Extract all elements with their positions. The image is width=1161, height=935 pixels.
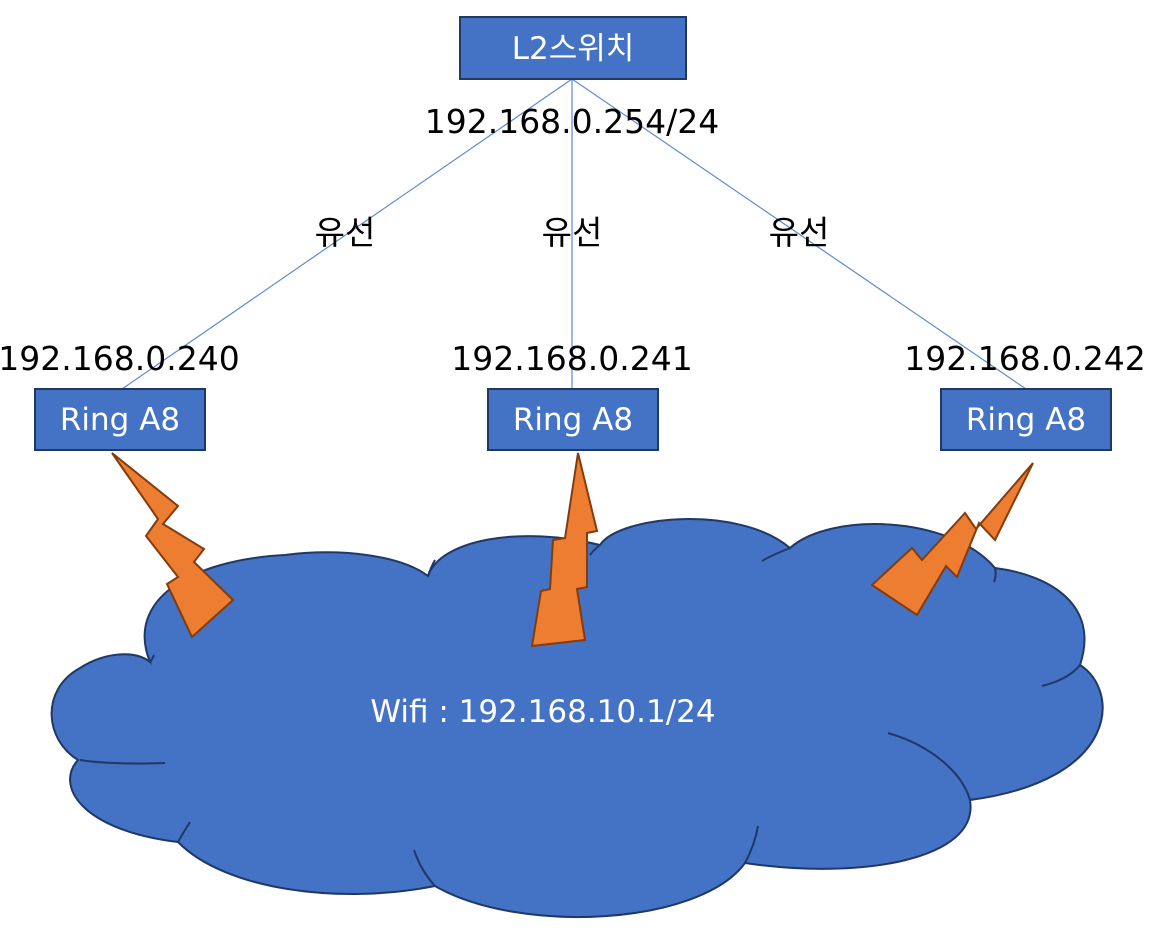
switch-ip-label: 192.168.0.254/24 xyxy=(425,102,720,141)
cloud-contour xyxy=(413,849,436,887)
node-box[interactable] xyxy=(940,388,1112,451)
cloud-contour xyxy=(177,821,191,843)
l2-switch[interactable]: L2스위치 xyxy=(459,16,687,80)
node-ring-a8-left[interactable]: Ring A8 xyxy=(34,388,206,451)
cloud-contour xyxy=(1041,664,1081,687)
link-label-right: 유선 xyxy=(769,213,830,252)
node-ring-a8-right[interactable]: Ring A8 xyxy=(940,388,1112,451)
link-label-center: 유선 xyxy=(542,213,603,252)
node-box[interactable] xyxy=(487,388,659,451)
lightning-bolt-icon xyxy=(870,462,1034,617)
node-ip-label: 192.168.0.242 xyxy=(904,339,1145,378)
cloud-contour xyxy=(589,544,601,556)
cloud-shape xyxy=(50,518,1104,919)
cloud-contour xyxy=(761,547,791,562)
cloud-contour xyxy=(427,559,436,577)
cloud-contour xyxy=(149,654,155,663)
node-ring-a8-center[interactable]: Ring A8 xyxy=(487,388,659,451)
wireless-signals xyxy=(111,452,1034,648)
node-label: Ring A8 xyxy=(966,402,1086,438)
link-label-left: 유선 xyxy=(315,213,376,252)
node-ip-label: 192.168.0.240 xyxy=(0,339,240,378)
cloud-contour xyxy=(79,759,166,765)
node-label: Ring A8 xyxy=(513,402,633,438)
node-box[interactable] xyxy=(34,388,206,451)
wired-links xyxy=(121,78,1027,390)
switch-box[interactable] xyxy=(459,16,687,80)
wired-link-right xyxy=(571,78,1027,390)
lightning-bolt-icon xyxy=(111,452,235,639)
cloud-contour xyxy=(744,825,759,864)
cloud-contour xyxy=(993,567,997,583)
wired-link-left xyxy=(121,78,573,390)
node-ip-label: 192.168.0.241 xyxy=(451,339,692,378)
switch-label: L2스위치 xyxy=(512,31,635,67)
wifi-label: Wifi : 192.168.10.1/24 xyxy=(370,694,715,730)
wifi-cloud: Wifi : 192.168.10.1/24 xyxy=(50,518,1104,919)
node-label: Ring A8 xyxy=(60,402,180,438)
cloud-contour xyxy=(887,732,971,801)
lightning-bolt-icon xyxy=(530,452,599,648)
